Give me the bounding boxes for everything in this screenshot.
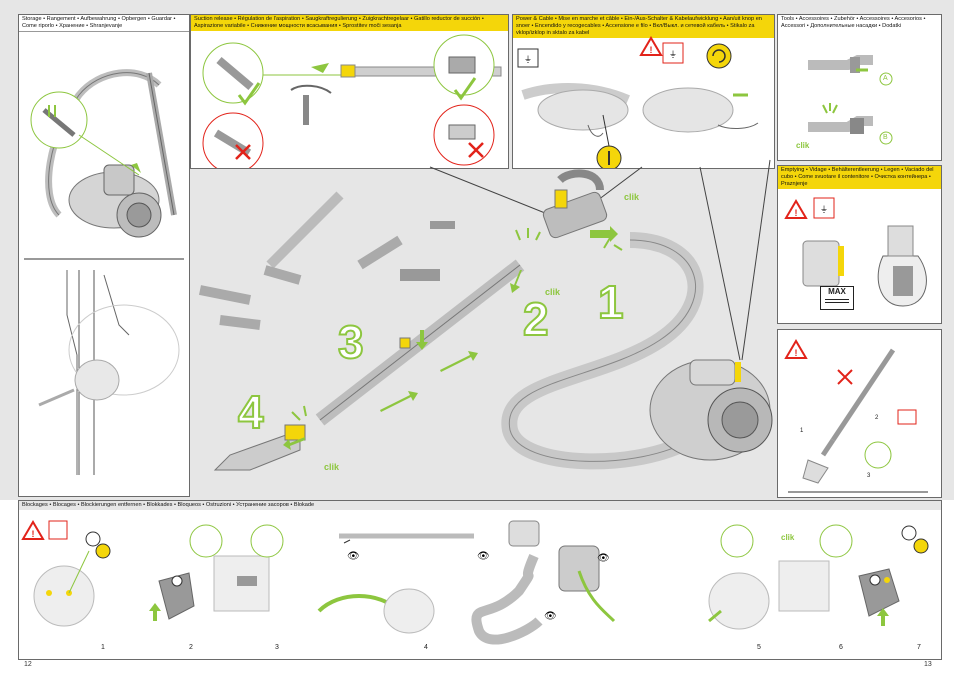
blockage-step-1: 1 <box>101 644 105 651</box>
max-badge: MAX <box>820 286 854 310</box>
assembly-illustration: 1 2 3 4 clik clik clik <box>199 159 773 472</box>
power-header: Power & Cable • Mise en marche et câble … <box>513 15 774 38</box>
tool-label-a: A <box>883 75 888 82</box>
svg-text:!: ! <box>32 529 35 539</box>
storage-illustration <box>24 69 184 475</box>
blockages-illustration: ! 👁 👁 👁 👁 <box>21 520 929 645</box>
svg-text:⏚: ⏚ <box>820 205 828 214</box>
svg-text:⏚: ⏚ <box>524 55 532 64</box>
clik-label-3: clik <box>324 462 340 472</box>
warning-step-1: 1 <box>800 428 804 434</box>
suction-header: Suction release • Régulation de l'aspira… <box>191 15 508 31</box>
storage-header: Storage • Rangement • Aufbewahrung • Opb… <box>19 15 189 32</box>
svg-text:!: ! <box>795 208 798 218</box>
warning-step-3: 3 <box>867 473 871 479</box>
emptying-illustration: ! ⏚ <box>784 197 927 307</box>
step-4-number: 4 <box>238 386 264 438</box>
clik-label-2: clik <box>545 287 561 297</box>
svg-text:👁: 👁 <box>347 551 360 562</box>
tools-clik: clik <box>796 141 810 150</box>
page-number-left: 12 <box>24 661 32 668</box>
tools-panel: Tools • Accessoires • Zubehör • Accessoi… <box>777 14 942 161</box>
blockage-step-6: 6 <box>839 644 843 651</box>
svg-text:!: ! <box>650 45 653 55</box>
blockages-panel: Blockages • Blocages • Blockierungen ent… <box>18 500 942 660</box>
blockages-clik: clik <box>781 533 795 542</box>
suction-release-panel: Suction release • Régulation de l'aspira… <box>190 14 509 169</box>
emptying-panel: Emptying • Vidage • Behälterentleerung •… <box>777 165 942 324</box>
power-cable-panel: Power & Cable • Mise en marche et câble … <box>512 14 775 169</box>
blockage-step-5: 5 <box>757 644 761 651</box>
svg-text:⏚: ⏚ <box>669 50 677 59</box>
warning-step-2: 2 <box>875 415 879 421</box>
blockage-step-3: 3 <box>275 644 279 651</box>
emptying-header: Emptying • Vidage • Behälterentleerung •… <box>778 166 941 189</box>
blockage-step-7: 7 <box>917 644 921 651</box>
storage-panel: Storage • Rangement • Aufbewahrung • Opb… <box>18 14 190 497</box>
warning-panel: ! 1 2 3 <box>777 329 942 498</box>
svg-text:👁: 👁 <box>477 551 490 562</box>
tools-illustration <box>808 55 893 145</box>
suction-illustration <box>202 34 502 168</box>
clik-label-1: clik <box>624 192 640 202</box>
blockages-header: Blockages • Blocages • Blockierungen ent… <box>19 501 941 510</box>
blockage-step-4: 4 <box>424 644 428 651</box>
page-number-right: 13 <box>924 661 932 668</box>
power-illustration: ⏚ ! ⏚ <box>517 36 759 168</box>
tools-header: Tools • Accessoires • Zubehör • Accessoi… <box>778 15 941 31</box>
blockage-step-2: 2 <box>189 644 193 651</box>
tool-label-b: B <box>883 134 888 141</box>
svg-text:!: ! <box>795 348 798 358</box>
svg-text:👁: 👁 <box>544 611 557 622</box>
step-3-number: 3 <box>338 316 364 368</box>
step-1-number: 1 <box>598 276 624 328</box>
warning-illustration: ! <box>784 339 928 493</box>
svg-text:👁: 👁 <box>597 553 610 564</box>
step-2-number: 2 <box>523 293 549 345</box>
max-label: MAX <box>828 287 846 296</box>
